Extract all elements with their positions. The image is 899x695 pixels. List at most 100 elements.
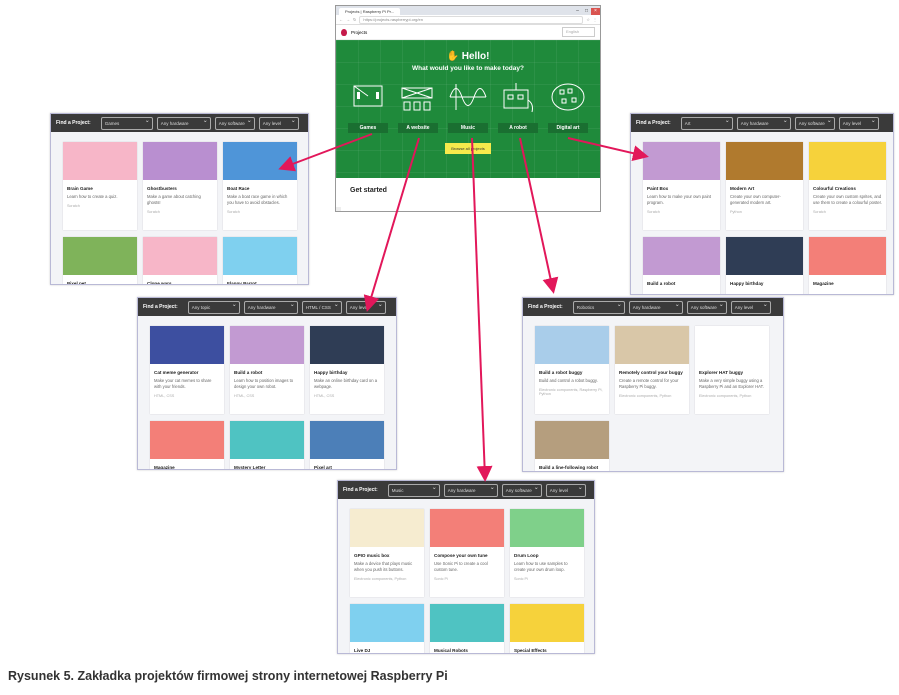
project-image[interactable] — [510, 509, 584, 547]
category-a-robot[interactable]: A robot — [498, 80, 538, 133]
project-image[interactable] — [643, 142, 720, 180]
category-label[interactable]: Games — [348, 123, 388, 133]
project-title[interactable]: Build a robot — [234, 370, 263, 375]
project-card[interactable]: Live DJ — [350, 604, 424, 653]
project-title[interactable]: Cat meme generator — [154, 370, 199, 375]
filter-select[interactable]: Any level — [258, 116, 299, 130]
project-card[interactable]: Pixel pet — [63, 237, 137, 284]
filter-select[interactable]: Any level — [545, 483, 586, 497]
filter-select[interactable]: Any level — [838, 116, 879, 130]
forward-icon[interactable]: → — [346, 17, 350, 22]
browser-tab[interactable]: Projects | Raspberry Pi Pr... — [339, 8, 401, 15]
project-title[interactable]: Build a robot — [647, 281, 676, 286]
project-title[interactable]: Special Effects — [514, 648, 547, 653]
category-music[interactable]: Music — [448, 80, 488, 133]
project-title[interactable]: Pixel art — [314, 465, 332, 470]
project-image[interactable] — [535, 326, 609, 364]
project-card[interactable]: Mystery Letter — [230, 421, 304, 470]
filter-select[interactable]: Art — [680, 116, 733, 130]
filter-select[interactable]: Games — [100, 116, 153, 130]
project-card[interactable]: Build a line-following robot — [535, 421, 609, 471]
project-image[interactable] — [430, 604, 504, 642]
project-image[interactable] — [310, 421, 384, 459]
project-image[interactable] — [310, 326, 384, 364]
project-image[interactable] — [535, 421, 609, 459]
category-digital-art[interactable]: Digital art — [548, 80, 588, 133]
project-image[interactable] — [63, 142, 137, 180]
project-image[interactable] — [223, 142, 297, 180]
url-input[interactable]: https://projects.raspberrypi.org/en — [359, 15, 584, 24]
project-image[interactable] — [223, 237, 297, 275]
project-image[interactable] — [350, 509, 424, 547]
filter-select[interactable]: Any hardware — [443, 483, 498, 497]
browse-all-button[interactable]: Browse all projects — [445, 143, 491, 154]
project-title[interactable]: Happy birthday — [730, 281, 764, 286]
project-image[interactable] — [809, 237, 886, 275]
project-image[interactable] — [430, 509, 504, 547]
filter-select[interactable]: Any hardware — [628, 300, 683, 314]
project-title[interactable]: Live DJ — [354, 648, 371, 653]
filter-select[interactable]: Any hardware — [156, 116, 211, 130]
project-title[interactable]: Boat Race — [227, 186, 250, 191]
project-title[interactable]: Musical Robots — [434, 648, 468, 653]
project-title[interactable]: Drum Loop — [514, 553, 539, 558]
project-card[interactable]: Flappy Parrot — [223, 237, 297, 284]
language-select[interactable]: English — [562, 27, 595, 37]
filter-select[interactable]: Any software — [794, 116, 835, 130]
project-card[interactable]: Musical Robots — [430, 604, 504, 653]
project-title[interactable]: Remotely control your buggy — [619, 370, 683, 375]
project-title[interactable]: Magazine — [813, 281, 834, 286]
project-title[interactable]: Colourful Creations — [813, 186, 856, 191]
filter-select[interactable]: HTML / CSS — [301, 300, 342, 314]
category-label[interactable]: A website — [398, 123, 438, 133]
back-icon[interactable]: ← — [339, 17, 343, 22]
filter-select[interactable]: Any level — [345, 300, 386, 314]
project-title[interactable]: Build a robot buggy — [539, 370, 583, 375]
project-image[interactable] — [726, 142, 803, 180]
project-image[interactable] — [726, 237, 803, 275]
project-image[interactable] — [695, 326, 769, 364]
minimize-icon[interactable]: – — [576, 8, 579, 14]
category-label[interactable]: A robot — [498, 123, 538, 133]
project-title[interactable]: GPIO music box — [354, 553, 390, 558]
category-a-website[interactable]: A website — [398, 80, 438, 133]
filter-select[interactable]: Any hardware — [736, 116, 791, 130]
project-card[interactable]: Special Effects — [510, 604, 584, 653]
project-card[interactable]: Happy birthday — [726, 237, 803, 294]
project-image[interactable] — [615, 326, 689, 364]
site-title[interactable]: Projects — [351, 29, 368, 35]
category-games[interactable]: Games — [348, 80, 388, 133]
project-image[interactable] — [230, 326, 304, 364]
project-title[interactable]: Explorer HAT buggy — [699, 370, 744, 375]
filter-select[interactable]: Any hardware — [243, 300, 298, 314]
project-title[interactable]: Compose your own tune — [434, 553, 488, 558]
reload-icon[interactable]: ↻ — [353, 17, 357, 22]
project-image[interactable] — [150, 421, 224, 459]
project-image[interactable] — [63, 237, 137, 275]
project-title[interactable]: Paint Box — [647, 186, 669, 191]
filter-select[interactable]: Music — [387, 483, 440, 497]
filter-select[interactable]: Any software — [214, 116, 255, 130]
filter-select[interactable]: Any software — [501, 483, 542, 497]
close-icon[interactable]: × — [591, 8, 600, 15]
raspberry-pi-logo-icon[interactable] — [341, 28, 347, 36]
project-title[interactable]: Mystery Letter — [234, 465, 266, 470]
filter-select[interactable]: Any level — [730, 300, 771, 314]
project-card[interactable]: Pixel art — [310, 421, 384, 470]
project-image[interactable] — [510, 604, 584, 642]
project-card[interactable]: Magazine — [809, 237, 886, 294]
category-label[interactable]: Music — [448, 123, 488, 133]
project-image[interactable] — [230, 421, 304, 459]
project-title[interactable]: Build a line-following robot — [539, 465, 599, 470]
